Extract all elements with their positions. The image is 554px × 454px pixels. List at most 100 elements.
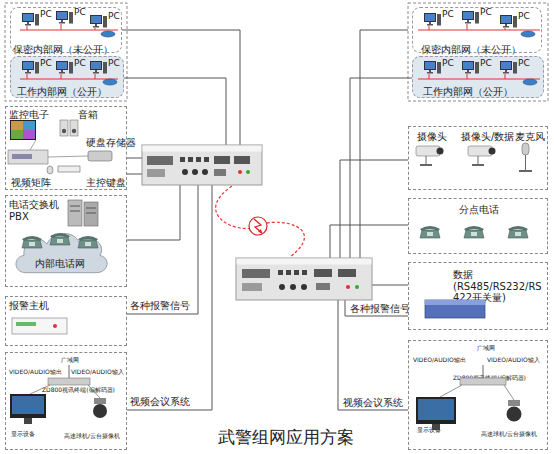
node-text: 硬盘存储器: [86, 137, 146, 149]
diagram-part: [93, 404, 107, 418]
pc-label: PC: [442, 9, 454, 19]
device-group: 分点电话: [408, 198, 548, 254]
node-text: 保密内部网（未公开）: [421, 44, 541, 56]
diagram-part: [519, 170, 532, 172]
diagram-part: [440, 385, 462, 397]
device-group: 电话交换机 PBX 内部电话网: [5, 195, 127, 287]
diagram-part: [238, 170, 242, 174]
group-outline: [5, 3, 548, 101]
diagram-part: [258, 229, 262, 233]
diagram-part: [314, 269, 332, 277]
diagram-part: [22, 61, 39, 74]
diagram-part: [338, 269, 356, 277]
device-group: 摄像头摄像头/数据麦克风: [408, 126, 548, 190]
diagram-part: [508, 400, 520, 406]
node-text: 广域网: [477, 345, 507, 352]
node-text: 摄像头/数据: [461, 131, 521, 143]
diagram-part: [20, 79, 118, 80]
diagram-part: [467, 24, 468, 30]
diagram-part: [360, 30, 408, 258]
diagram-part: [182, 169, 188, 175]
pc-label: PC: [74, 7, 86, 17]
diagram-part: [462, 61, 479, 74]
diagram-part: [84, 202, 98, 226]
wireless-link: [216, 186, 305, 257]
node-text: 电话交换机 PBX: [9, 199, 62, 222]
diagram-part: [425, 300, 485, 305]
diagram-part: [61, 24, 62, 30]
node-text: 麦克风: [515, 131, 549, 143]
diagram-part: [408, 3, 548, 101]
diagram-part: [236, 258, 372, 300]
node-text: 视频矩阵: [11, 177, 61, 189]
diagram-part: [70, 120, 78, 136]
diagram-part: [246, 170, 250, 174]
diagram-part: [94, 398, 106, 404]
diagram-part: [254, 219, 262, 233]
diagram-part: [16, 322, 36, 326]
diagram-part: [416, 397, 456, 424]
diagram-part: [242, 269, 270, 278]
node-text: 内部电话网: [35, 258, 95, 270]
diagram-part: [86, 208, 96, 209]
node-text: ZD800视讯终端(编解码器): [42, 387, 126, 394]
diagram-part: [56, 11, 73, 24]
camera-icon: [416, 143, 532, 172]
device-group: 监控电子音箱硬盘存储器视频矩阵主控键盘: [5, 106, 127, 190]
signal-label: 视频会议系统: [130, 396, 190, 408]
diagram-part: [467, 74, 468, 79]
diagram-part: [27, 74, 28, 79]
diagram-part: [192, 169, 198, 175]
node-text: 数据(RS485/RS232/RS422开关量): [453, 269, 543, 304]
diagram-part: [69, 365, 70, 378]
video-matrix-icons: [8, 120, 112, 174]
node-text: ZD800视讯终端(编解码器): [453, 375, 543, 382]
node-text: 工作内部网（公开）: [423, 86, 543, 98]
diagram-part: [30, 140, 36, 150]
video-conference-icons: [10, 365, 522, 430]
pc-icon: [22, 11, 517, 74]
phone-icon: [22, 226, 528, 248]
diagram-part: [47, 166, 53, 174]
device-group: 数据(RS485/RS232/RS422开关量): [408, 262, 548, 330]
diagram-part: [143, 146, 262, 152]
diagram-part: [127, 185, 212, 410]
diagram-part: [214, 169, 226, 176]
diagram-part: [500, 61, 517, 74]
node-text: 音箱: [78, 109, 108, 121]
diagram-part: [249, 217, 267, 235]
diagram-part: [86, 213, 96, 214]
diagram-part: [464, 226, 484, 238]
diagram-part: [72, 129, 76, 133]
diagram-part: [424, 61, 441, 74]
diagram-part: [127, 174, 142, 175]
signal-label: 各种报警信号: [130, 300, 190, 312]
diagram-part: [424, 13, 441, 26]
signal-label: 各种报警信号: [350, 303, 410, 315]
diagram-part: [290, 284, 296, 290]
diagram-part: [507, 407, 522, 422]
diagram-part: [10, 120, 36, 140]
diagram-part: [500, 15, 517, 28]
diagram-part: [24, 418, 32, 424]
diagram-part: [301, 284, 307, 290]
diagram-part: [180, 157, 185, 162]
diagram-part: [127, 185, 180, 240]
diagram-part: [350, 78, 412, 258]
diagram-part: [460, 378, 506, 385]
diagram-part: [234, 156, 250, 164]
diagram-part: [11, 121, 23, 130]
diagram-part: [418, 399, 454, 420]
diagram-part: [23, 121, 35, 130]
node-text: 摄像头: [417, 131, 457, 143]
diagram-part: [53, 324, 57, 328]
diagram-part: [425, 300, 485, 318]
diagram-part: [242, 283, 262, 291]
diagram-part: [204, 157, 209, 162]
diagram-part: [88, 151, 112, 161]
diagram-part: [127, 185, 198, 314]
node-text: 报警主机: [9, 300, 69, 312]
